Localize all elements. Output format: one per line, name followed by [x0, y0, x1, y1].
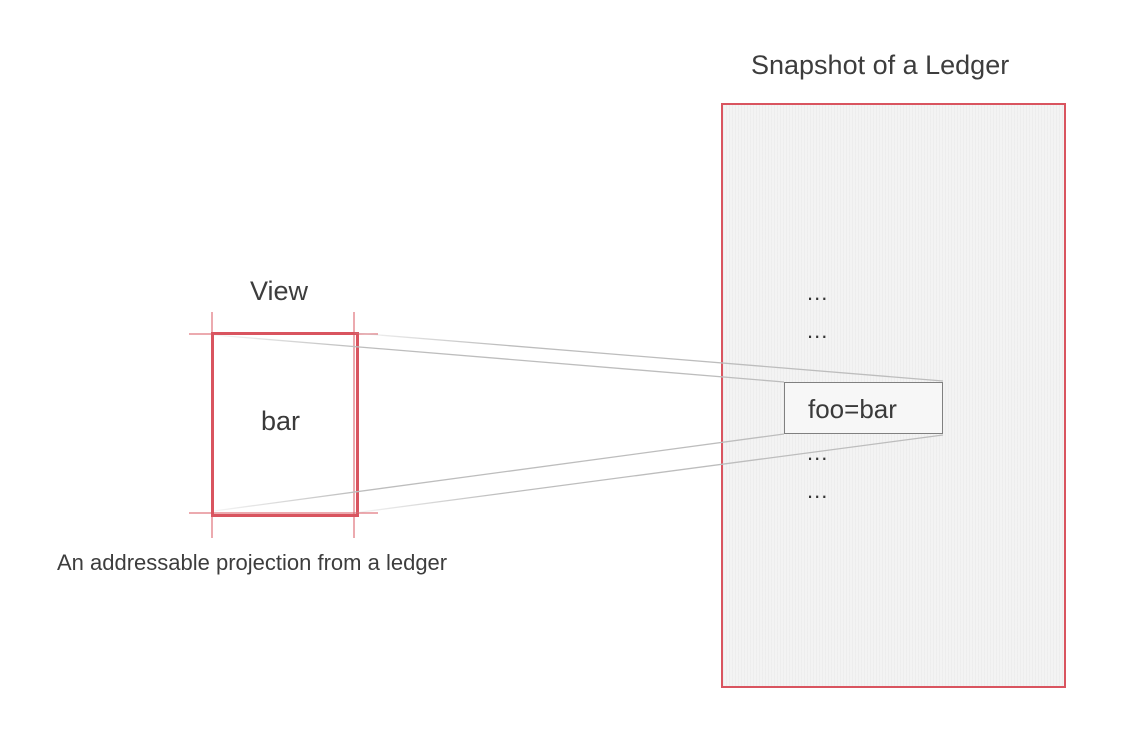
- ledger-title: Snapshot of a Ledger: [751, 50, 1010, 80]
- ledger-entry-text: foo=bar: [808, 394, 897, 424]
- view-value: bar: [261, 406, 301, 436]
- view-title: View: [250, 276, 309, 306]
- ledger-ellipsis: ...: [807, 478, 829, 503]
- projection-line: [213, 433, 785, 512]
- view-caption: An addressable projection from a ledger: [57, 550, 448, 575]
- ledger-entry-box: foo=bar: [784, 382, 943, 434]
- projection-lines: [213, 332, 944, 514]
- ledger-ellipsis: ...: [807, 318, 829, 343]
- ledger-ellipsis: ...: [807, 280, 829, 305]
- ledger-ellipsis: ...: [807, 440, 829, 465]
- view-box-crop-marks: [189, 312, 378, 538]
- projection-line: [213, 334, 785, 383]
- projection-line: [353, 434, 944, 514]
- projection-line: [353, 332, 944, 382]
